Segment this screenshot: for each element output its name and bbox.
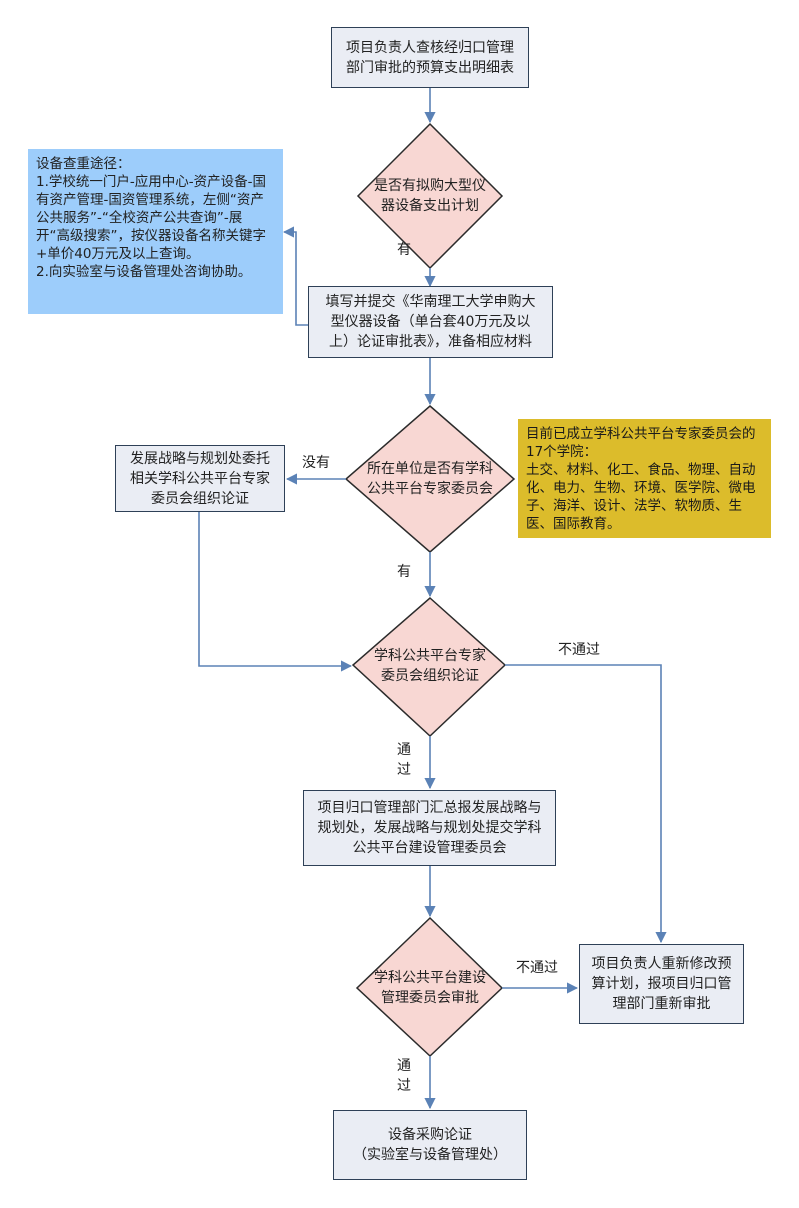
label-fail-d4: 不通过 [516, 960, 558, 976]
decision-expert-committee-label: 所在单位是否有学科 公共平台专家委员会 [367, 461, 493, 497]
box-check-budget-details: 项目负责人查核经归口管理 部门审批的预算支出明细表 [331, 27, 529, 88]
decision-expert-review-label: 学科公共平台专家 委员会组织论证 [374, 648, 486, 684]
decision-expert-committee-text: 所在单位是否有学科 公共平台专家委员会 [340, 459, 520, 499]
box-summary-report: 项目归口管理部门汇总报发展战略与 规划处，发展战略与规划处提交学科 公共平台建设… [303, 790, 556, 866]
label-pass-d3: 通 过 [397, 742, 411, 778]
box-delegate-expert-review-text: 发展战略与规划处委托 相关学科公共平台专家 委员会组织论证 [130, 450, 270, 507]
box-revise-budget: 项目负责人重新修改预 算计划，报项目归口管 理部门重新审批 [579, 944, 744, 1024]
box-check-budget-details-text: 项目负责人查核经归口管理 部门审批的预算支出明细表 [346, 39, 514, 76]
box-procurement-review-text: 设备采购论证 （实验室与设备管理处） [353, 1127, 507, 1163]
note-equipment-duplicate-check: 设备查重途径： 1.学校统一门户-应用中心-资产设备-国有资产管理-国资管理系统… [28, 149, 283, 314]
arrow-delegate-to-d3 [198, 512, 353, 672]
box-summary-report-text: 项目归口管理部门汇总报发展战略与 规划处，发展战略与规划处提交学科 公共平台建设… [317, 800, 542, 856]
arrow-d3-fail-to-revise [505, 664, 667, 944]
decision-committee-approval-label: 学科公共平台建设 管理委员会审批 [374, 970, 486, 1006]
box-revise-budget-text: 项目负责人重新修改预 算计划，报项目归口管 理部门重新审批 [591, 956, 732, 1012]
box-delegate-expert-review: 发展战略与规划处委托 相关学科公共平台专家 委员会组织论证 [115, 445, 285, 512]
label-yes-d2: 有 [397, 564, 411, 580]
box-submit-application-form: 填写并提交《华南理工大学申购大 型仪器设备（单台套40万元及以 上）论证审批表》… [308, 286, 553, 358]
label-yes-d1: 有 [397, 242, 411, 258]
decision-purchase-plan-text: 是否有拟购大型仪 器设备支出计划 [350, 176, 510, 216]
arrow-fill-form-to-blue-note [282, 226, 308, 326]
box-procurement-review: 设备采购论证 （实验室与设备管理处） [333, 1110, 527, 1180]
label-no-d2: 没有 [302, 455, 330, 471]
box-submit-application-form-text: 填写并提交《华南理工大学申购大 型仪器设备（单台套40万元及以 上）论证审批表》… [325, 294, 536, 350]
decision-committee-approval-text: 学科公共平台建设 管理委员会审批 [350, 968, 510, 1008]
decision-expert-review-text: 学科公共平台专家 委员会组织论证 [350, 646, 510, 686]
label-fail-d3: 不通过 [558, 642, 600, 658]
decision-purchase-plan-label: 是否有拟购大型仪 器设备支出计划 [374, 178, 486, 214]
note-colleges-with-committee: 目前已成立学科公共平台专家委员会的17个学院： 土交、材料、化工、食品、物理、自… [518, 419, 771, 538]
label-pass-d4: 通 过 [397, 1058, 411, 1094]
